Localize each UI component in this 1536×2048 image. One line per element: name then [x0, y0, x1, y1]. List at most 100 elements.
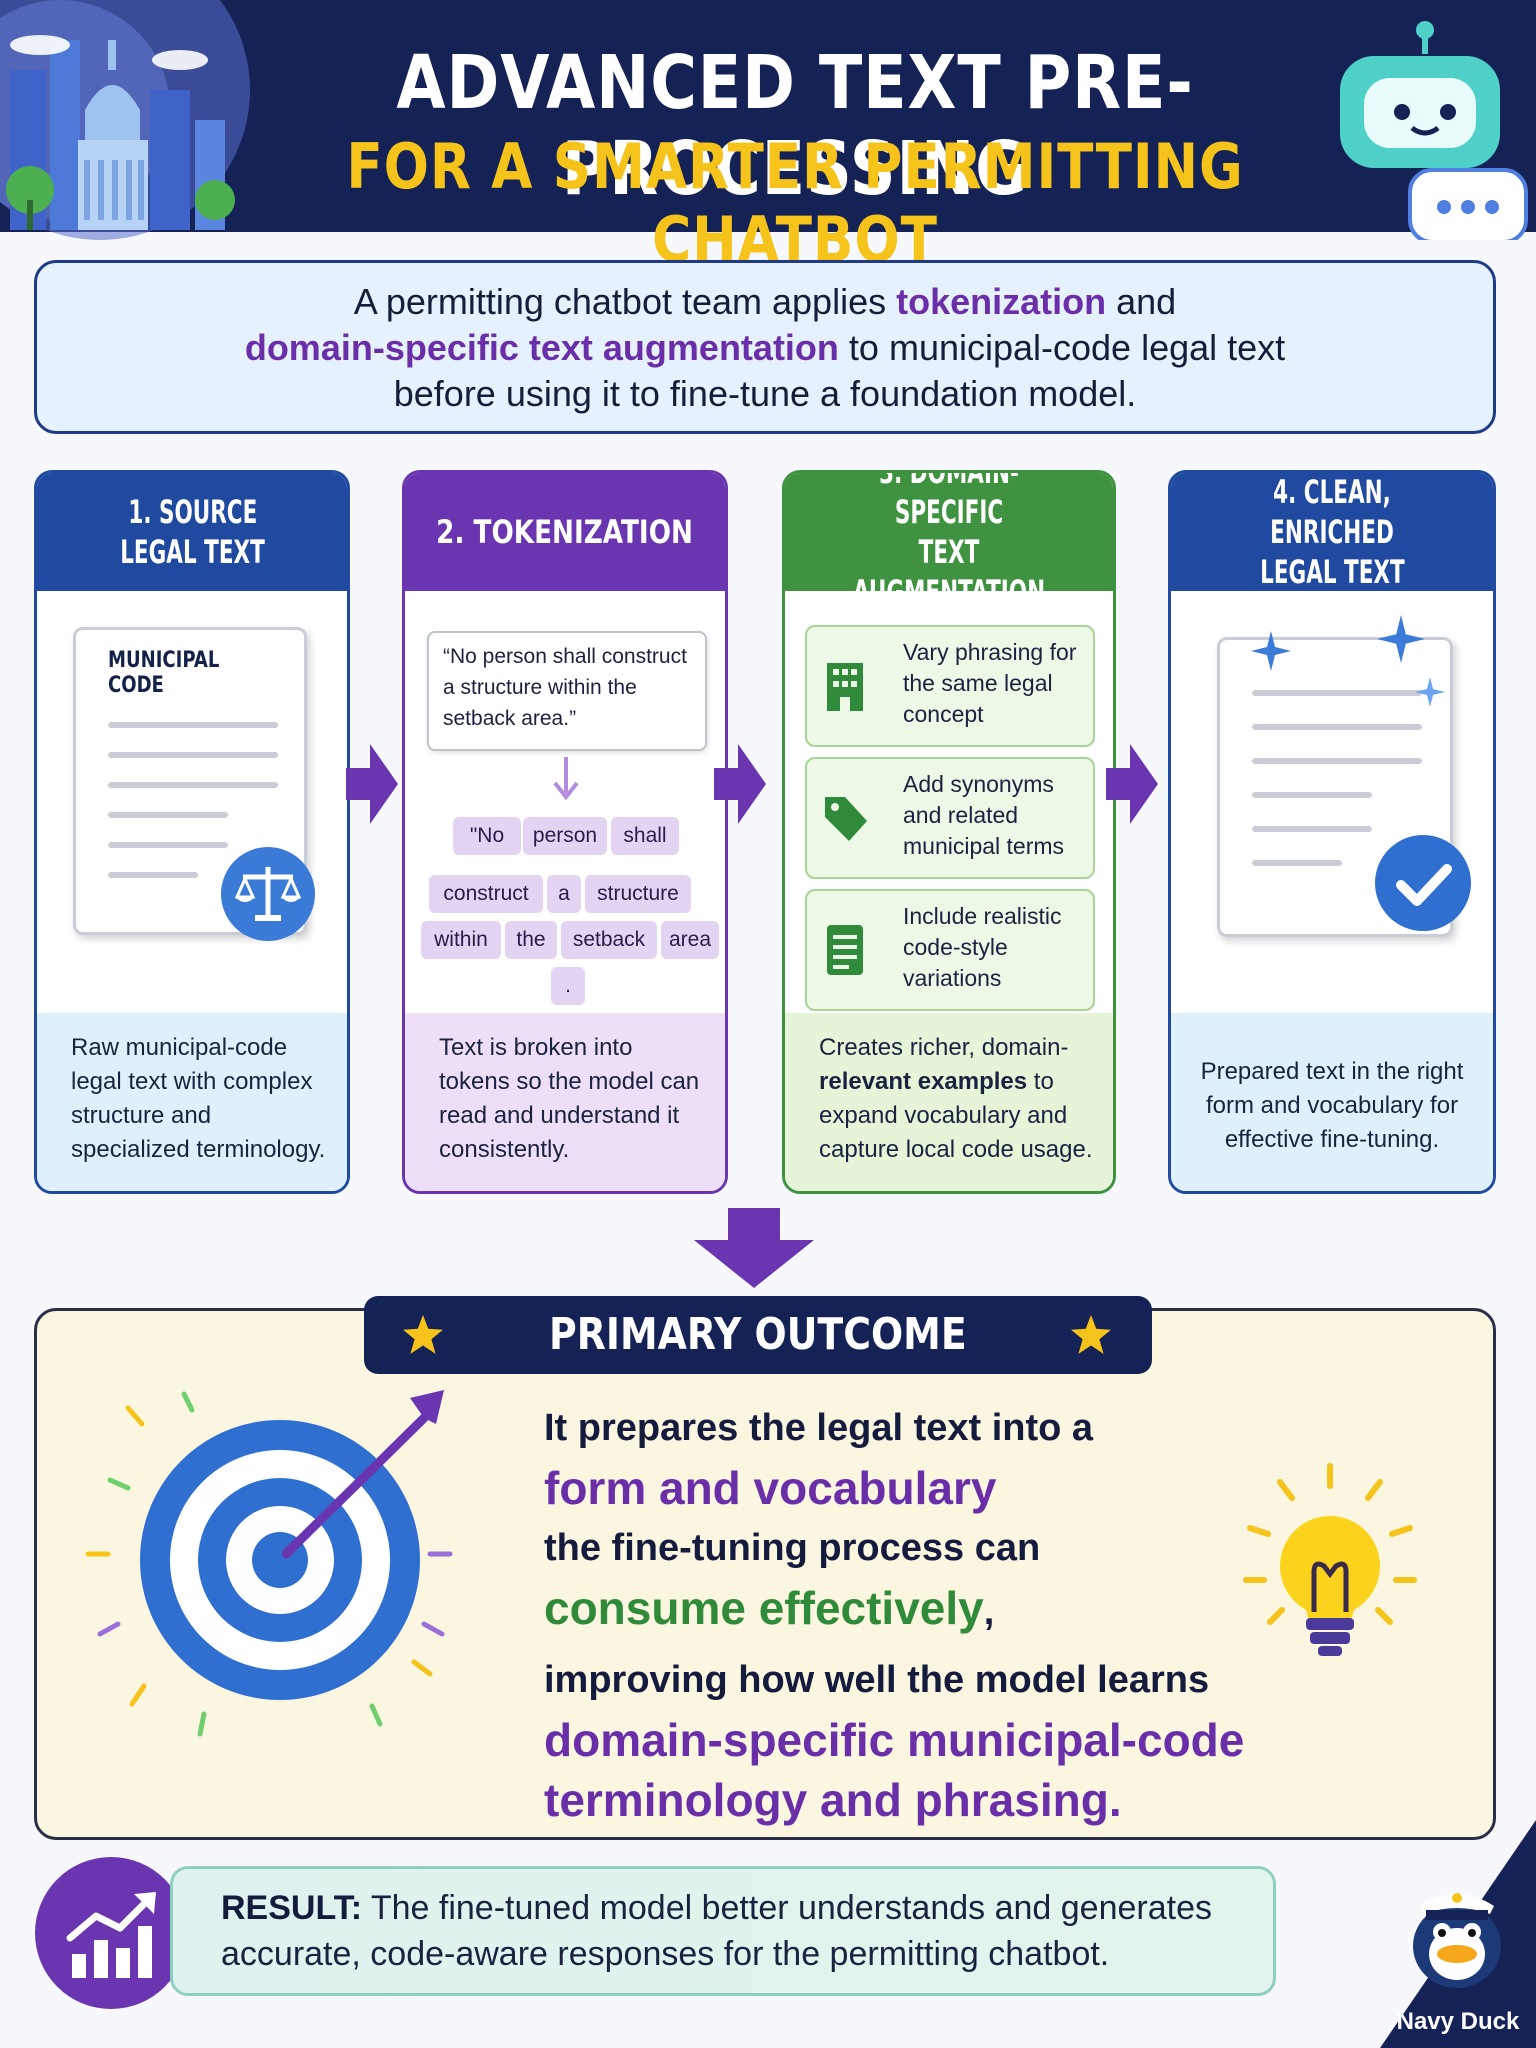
- augmentation-item: Include realistic code-style variations: [805, 889, 1095, 1011]
- doc-line: [108, 872, 198, 878]
- step-4-description: Prepared text in the right form and voca…: [1171, 1013, 1493, 1191]
- doc-line: [108, 722, 278, 728]
- tag-icon: [825, 797, 867, 841]
- step-3-body: Vary phrasing for the same legal concept…: [785, 591, 1113, 1191]
- intro-line-3: before using it to fine-tune a foundatio…: [393, 373, 1137, 414]
- doc-line: [1252, 690, 1422, 696]
- step-3-desc-bold: relevant examples: [819, 1068, 1028, 1095]
- token: "No: [453, 817, 521, 855]
- augmentation-item: Add synonyms and related municipal terms: [805, 757, 1095, 879]
- arrow-down-icon: [694, 1208, 814, 1288]
- doc-line: [108, 782, 278, 788]
- result-text: The fine-tuned model better understands …: [221, 1889, 1212, 1973]
- token: within: [421, 921, 501, 959]
- outcome-statement: It prepares the legal text into a form a…: [544, 1398, 1404, 1830]
- doc-line: [108, 812, 228, 818]
- intro-text-3: to municipal-code legal text: [838, 327, 1286, 368]
- duck-mascot-icon: [1413, 1893, 1501, 1988]
- outcome-title: PRIMARY OUTCOME: [549, 1309, 967, 1360]
- checkmark-icon: [1375, 835, 1471, 931]
- doc-line: [1252, 724, 1422, 730]
- building-icon: [827, 663, 863, 711]
- title-line-1: ADVANCED TEXT PRE-PROCESSING: [396, 40, 1194, 212]
- token: a: [547, 875, 581, 913]
- sparkle-icon: [1251, 631, 1291, 671]
- step-3-title-line-1: 3. DOMAIN-SPECIFIC: [879, 470, 1019, 531]
- augmentation-item-text: Include realistic code-style variations: [903, 903, 1062, 991]
- token: the: [505, 921, 557, 959]
- augmentation-item-text: Vary phrasing for the same legal concept: [903, 639, 1077, 727]
- header-banner: ADVANCED TEXT PRE-PROCESSING FOR A SMART…: [0, 0, 1536, 276]
- mascot-label: Navy Duck: [1396, 2008, 1520, 2035]
- star-icon: [1071, 1315, 1111, 1354]
- step-2-description: Text is broken into tokens so the model …: [405, 1013, 725, 1191]
- doc-line: [1252, 826, 1372, 832]
- doc-line: [108, 752, 278, 758]
- doc-line: [1252, 758, 1422, 764]
- step-2-title-text: 2. TOKENIZATION: [436, 513, 694, 551]
- augmentation-item-text: Add synonyms and related municipal terms: [903, 771, 1065, 859]
- intro-highlight-tokenization: tokenization: [896, 281, 1107, 322]
- outcome-line-7: terminology and phrasing.: [544, 1774, 1122, 1826]
- step-3-desc-2: to expand vocabulary and capture local c…: [819, 1068, 1093, 1163]
- arrow-down-icon: [553, 757, 579, 801]
- step-3-description: Creates richer, domain-relevant examples…: [785, 1013, 1113, 1191]
- step-1-title-line-1: 1. SOURCE: [127, 493, 257, 531]
- outcome-line-4-text: consume effectively: [544, 1582, 984, 1634]
- arrow-right-icon: [714, 744, 766, 824]
- intro-line-2: domain-specific text augmentation to mun…: [37, 325, 1493, 371]
- star-icon: [403, 1315, 443, 1354]
- token: .: [551, 967, 585, 1005]
- step-1-description: Raw municipal-code legal text with compl…: [37, 1013, 347, 1191]
- token: person: [523, 817, 607, 855]
- robot-chatbot-icon: [1340, 21, 1528, 240]
- outcome-line-3: the fine-tuning process can: [544, 1527, 1041, 1569]
- primary-outcome-tab: PRIMARY OUTCOME: [364, 1296, 1152, 1374]
- token: shall: [611, 817, 679, 855]
- step-tokenization: 2. TOKENIZATION “No person shall constru…: [402, 470, 728, 1194]
- result-label: RESULT:: [221, 1889, 363, 1927]
- token: area: [661, 921, 719, 959]
- intro-line-1: A permitting chatbot team applies tokeni…: [37, 279, 1493, 325]
- step-4-title-line-1: 4. CLEAN, ENRICHED: [1270, 473, 1394, 551]
- outcome-line-6: domain-specific municipal-code: [544, 1714, 1245, 1766]
- doc-line: [1252, 792, 1372, 798]
- outcome-line-4-comma: ,: [983, 1591, 995, 1633]
- lightbulb-icon: [1243, 1463, 1417, 1656]
- step-1-title-line-2: LEGAL TEXT: [119, 533, 265, 571]
- doc-label: MUNICIPAL CODE: [108, 648, 220, 698]
- result-box: RESULT: The fine-tuned model better unde…: [170, 1866, 1276, 1996]
- sparkle-icon: [1377, 615, 1425, 663]
- intro-text-2: and: [1106, 281, 1177, 322]
- title-line-2: FOR A SMARTER PERMITTING CHATBOT: [346, 130, 1244, 276]
- outcome-line-1: It prepares the legal text into a: [544, 1407, 1094, 1449]
- step-2-title: 2. TOKENIZATION: [405, 473, 725, 591]
- mascot-corner: Navy Duck: [1380, 1820, 1536, 2048]
- intro-box: A permitting chatbot team applies tokeni…: [34, 260, 1496, 434]
- arrow-right-icon: [1106, 744, 1158, 824]
- city-skyline-icon: [0, 0, 250, 240]
- intro-highlight-augmentation: domain-specific text augmentation: [244, 327, 839, 368]
- doc-line: [108, 842, 228, 848]
- outcome-line-2: form and vocabulary: [544, 1462, 997, 1514]
- document-icon: [827, 925, 863, 975]
- step-4-title-line-2: LEGAL TEXT: [1259, 553, 1405, 591]
- scales-of-justice-icon: [221, 847, 315, 941]
- sparkle-icon: [1415, 677, 1445, 707]
- growth-chart-icon: [35, 1857, 187, 2009]
- token: structure: [585, 875, 691, 913]
- step-3-desc-1: Creates richer, domain-: [819, 1034, 1069, 1061]
- token: setback: [561, 921, 657, 959]
- augmentation-item: Vary phrasing for the same legal concept: [805, 625, 1095, 747]
- intro-text-1: A permitting chatbot team applies: [353, 281, 897, 322]
- arrow-right-icon: [346, 744, 398, 824]
- target-icon: [85, 1390, 453, 1737]
- doc-line: [1252, 860, 1342, 866]
- token: construct: [429, 875, 543, 913]
